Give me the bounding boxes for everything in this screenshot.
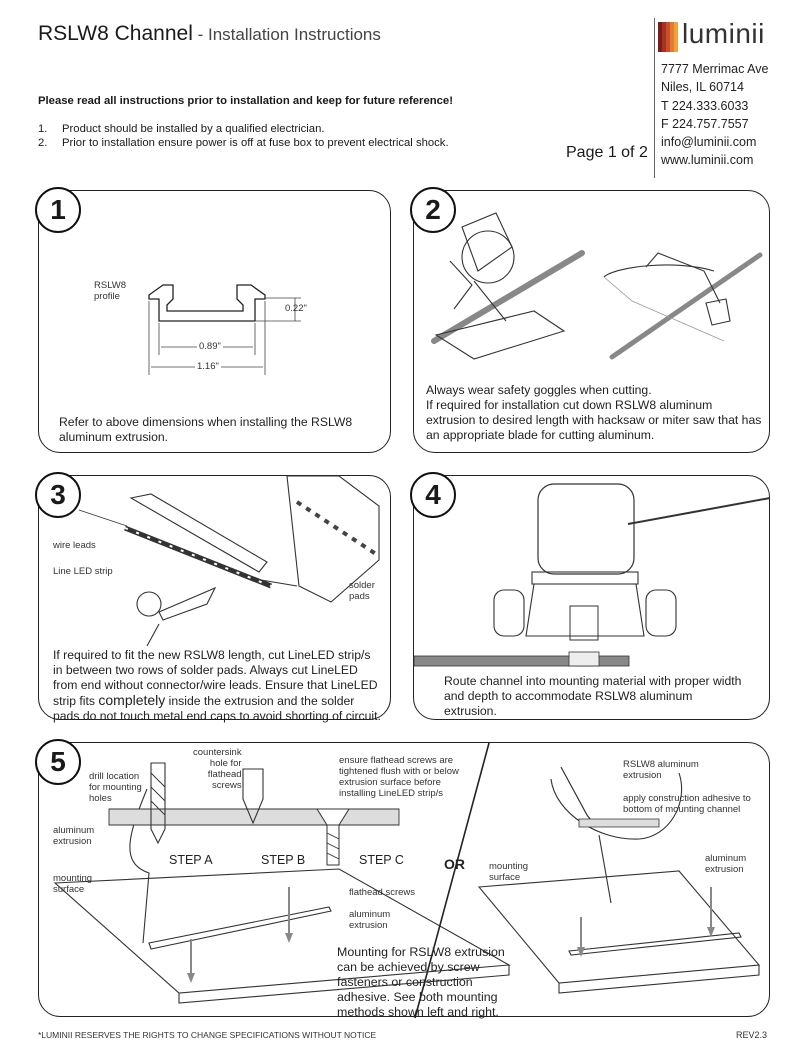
brand-name: luminii: [682, 18, 765, 49]
label-construction-adhesive: apply construction adhesive to bottom of…: [623, 793, 751, 815]
step-1-number: 1: [35, 187, 81, 233]
dimension-outer: 1.16": [195, 361, 221, 372]
intro-note: Please read all instructions prior to in…: [38, 95, 453, 107]
label-flathead-screws: flathead screws: [349, 887, 416, 898]
router-illustration: [413, 483, 771, 667]
adhesive-mount-illustration: [477, 766, 761, 994]
cut-line: If required for installation cut down RS…: [426, 398, 762, 442]
label-wire-leads: wire leads: [53, 540, 96, 551]
label-mounting-surface-left: mounting surface: [53, 873, 93, 895]
label-solder-pads: solder pads: [349, 580, 375, 602]
safety-line: Always wear safety goggles when cutting.: [426, 383, 652, 397]
label-drill-location: drill location for mounting holes: [89, 771, 142, 804]
dimension-height: 0.22": [285, 303, 307, 314]
step-4-text: Route channel into mounting material wit…: [444, 674, 742, 718]
hacksaw-illustration: [603, 252, 763, 360]
screw-mount-illustration: [53, 742, 511, 1019]
step-4-panel: 4 Route channel into mounting material w…: [410, 472, 771, 720]
label-line-led-strip: Line LED strip: [53, 566, 113, 577]
header-divider: [654, 18, 655, 178]
label-aluminum-extrusion-mid: aluminum extrusion: [349, 909, 391, 931]
contact-block: 7777 Merrimac Ave Niles, IL 60714 T 224.…: [661, 60, 768, 170]
step-b-label: STEP B: [261, 853, 306, 867]
footer-disclaimer: *LUMINII RESERVES THE RIGHTS TO CHANGE S…: [38, 1030, 377, 1040]
contact-street: 7777 Merrimac Ave: [661, 62, 769, 76]
brand-logo: luminii: [658, 18, 778, 58]
label-aluminum-extrusion-right: aluminum extrusion: [705, 853, 747, 875]
miter-saw-illustration: [431, 212, 585, 360]
step-3-number: 3: [35, 472, 81, 518]
step-2-panel: 2 Always wear safety goggles when cuttin…: [410, 187, 770, 453]
label-countersink: countersink hole for flathead screws: [193, 747, 242, 791]
contact-email[interactable]: info@luminii.com: [661, 135, 757, 150]
step-5-panel: 5 drill location for mounting holes coun…: [35, 739, 770, 1019]
page-title: RSLW8 Channel - Installation Instruction…: [38, 22, 381, 45]
page-number: Page 1 of 2: [566, 144, 648, 161]
step-2-number: 2: [410, 187, 456, 233]
label-aluminum-extrusion-left: aluminum extrusion: [53, 825, 95, 847]
step-c-label: STEP C: [359, 853, 404, 867]
step-1-text: Refer to above dimensions when installin…: [59, 415, 353, 444]
step-5-number: 5: [35, 739, 81, 785]
list-item: 1.Product should be installed by a quali…: [38, 123, 325, 135]
step-4-number: 4: [410, 472, 456, 518]
label-rslw8-extrusion: RSLW8 aluminum extrusion: [623, 759, 699, 781]
step-5-text: Mounting for RSLW8 extrusion can be achi…: [337, 945, 505, 1019]
contact-website[interactable]: www.luminii.com: [661, 153, 754, 168]
contact-phone: T 224.333.6033: [661, 98, 749, 113]
step-a-label: STEP A: [169, 853, 213, 867]
or-label: OR: [444, 856, 465, 872]
footer-revision: REV2.3: [736, 1030, 768, 1040]
led-strip-illustration: [78, 475, 381, 647]
page-subtitle: Installation Instructions: [207, 25, 381, 44]
step-3-panel: 3 wire leads Line LED strip solder pads …: [35, 472, 391, 723]
emphasis-word: completely: [98, 692, 166, 708]
step-2-text: Always wear safety goggles when cutting.…: [426, 383, 762, 443]
step-3-text: If required to fit the new RSLW8 length,…: [53, 648, 381, 723]
contact-fax: F 224.757.7557: [661, 116, 749, 131]
profile-label: RSLW8 profile: [94, 280, 127, 302]
label-ensure-flush: ensure flathead screws are tightened flu…: [339, 755, 459, 799]
step-1-panel: 1 RSLW8 profile 0.22" 0.89" 1.16" Refer …: [35, 187, 391, 453]
dimension-inner: 0.89": [197, 341, 223, 352]
label-mounting-surface-right: mounting surface: [489, 861, 529, 883]
intro-list: 1.Product should be installed by a quali…: [38, 122, 449, 150]
profile-dimension-drawing: [148, 284, 301, 375]
contact-city: Niles, IL 60714: [661, 80, 744, 95]
list-item: 2.Prior to installation ensure power is …: [38, 137, 449, 149]
